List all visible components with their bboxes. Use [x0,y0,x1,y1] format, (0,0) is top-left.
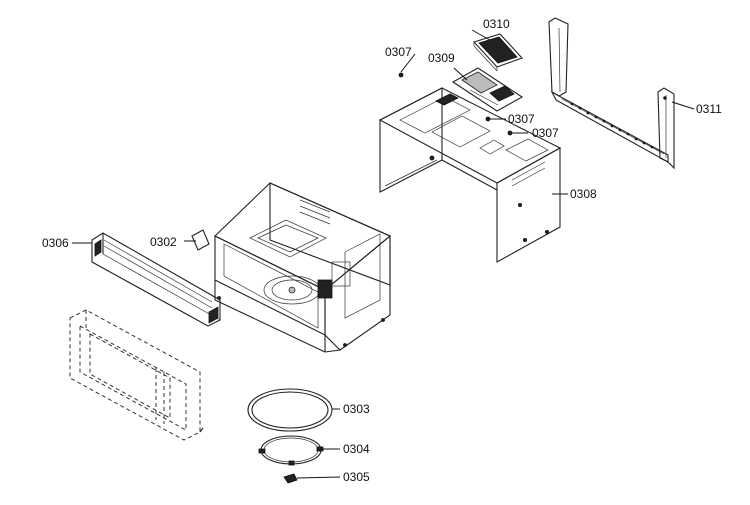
label-0311: 0311 [696,102,722,116]
screw-0307-top [398,72,404,78]
part-0311-mounting-bracket [548,17,675,170]
part-0306-control-panel [91,232,221,327]
part-0309-control-board [451,67,524,112]
part-0308-outer-case [378,87,562,263]
label-0310: 0310 [483,17,510,31]
part-0304-roller-ring [258,435,324,466]
label-0307-middle: 0307 [508,112,535,126]
label-0303: 0303 [343,402,370,416]
label-0304: 0304 [343,442,370,456]
screw-0307-middle [485,116,491,122]
label-0306: 0306 [42,236,69,250]
label-0307-top: 0307 [385,45,412,59]
part-0303-glass-tray [247,388,333,432]
screw-0307-lower [507,130,513,136]
leader-lines [72,29,695,479]
label-0308: 0308 [570,187,597,201]
label-0305: 0305 [343,470,370,484]
door-assembly [69,309,204,441]
label-0309: 0309 [428,51,455,65]
part-0302-small-cover [191,229,210,251]
part-0310-vent-cover [473,33,523,72]
label-0307-lower: 0307 [532,126,559,140]
part-0305-coupler [283,473,298,484]
microwave-cavity-chassis [214,182,392,353]
label-0302: 0302 [150,235,177,249]
